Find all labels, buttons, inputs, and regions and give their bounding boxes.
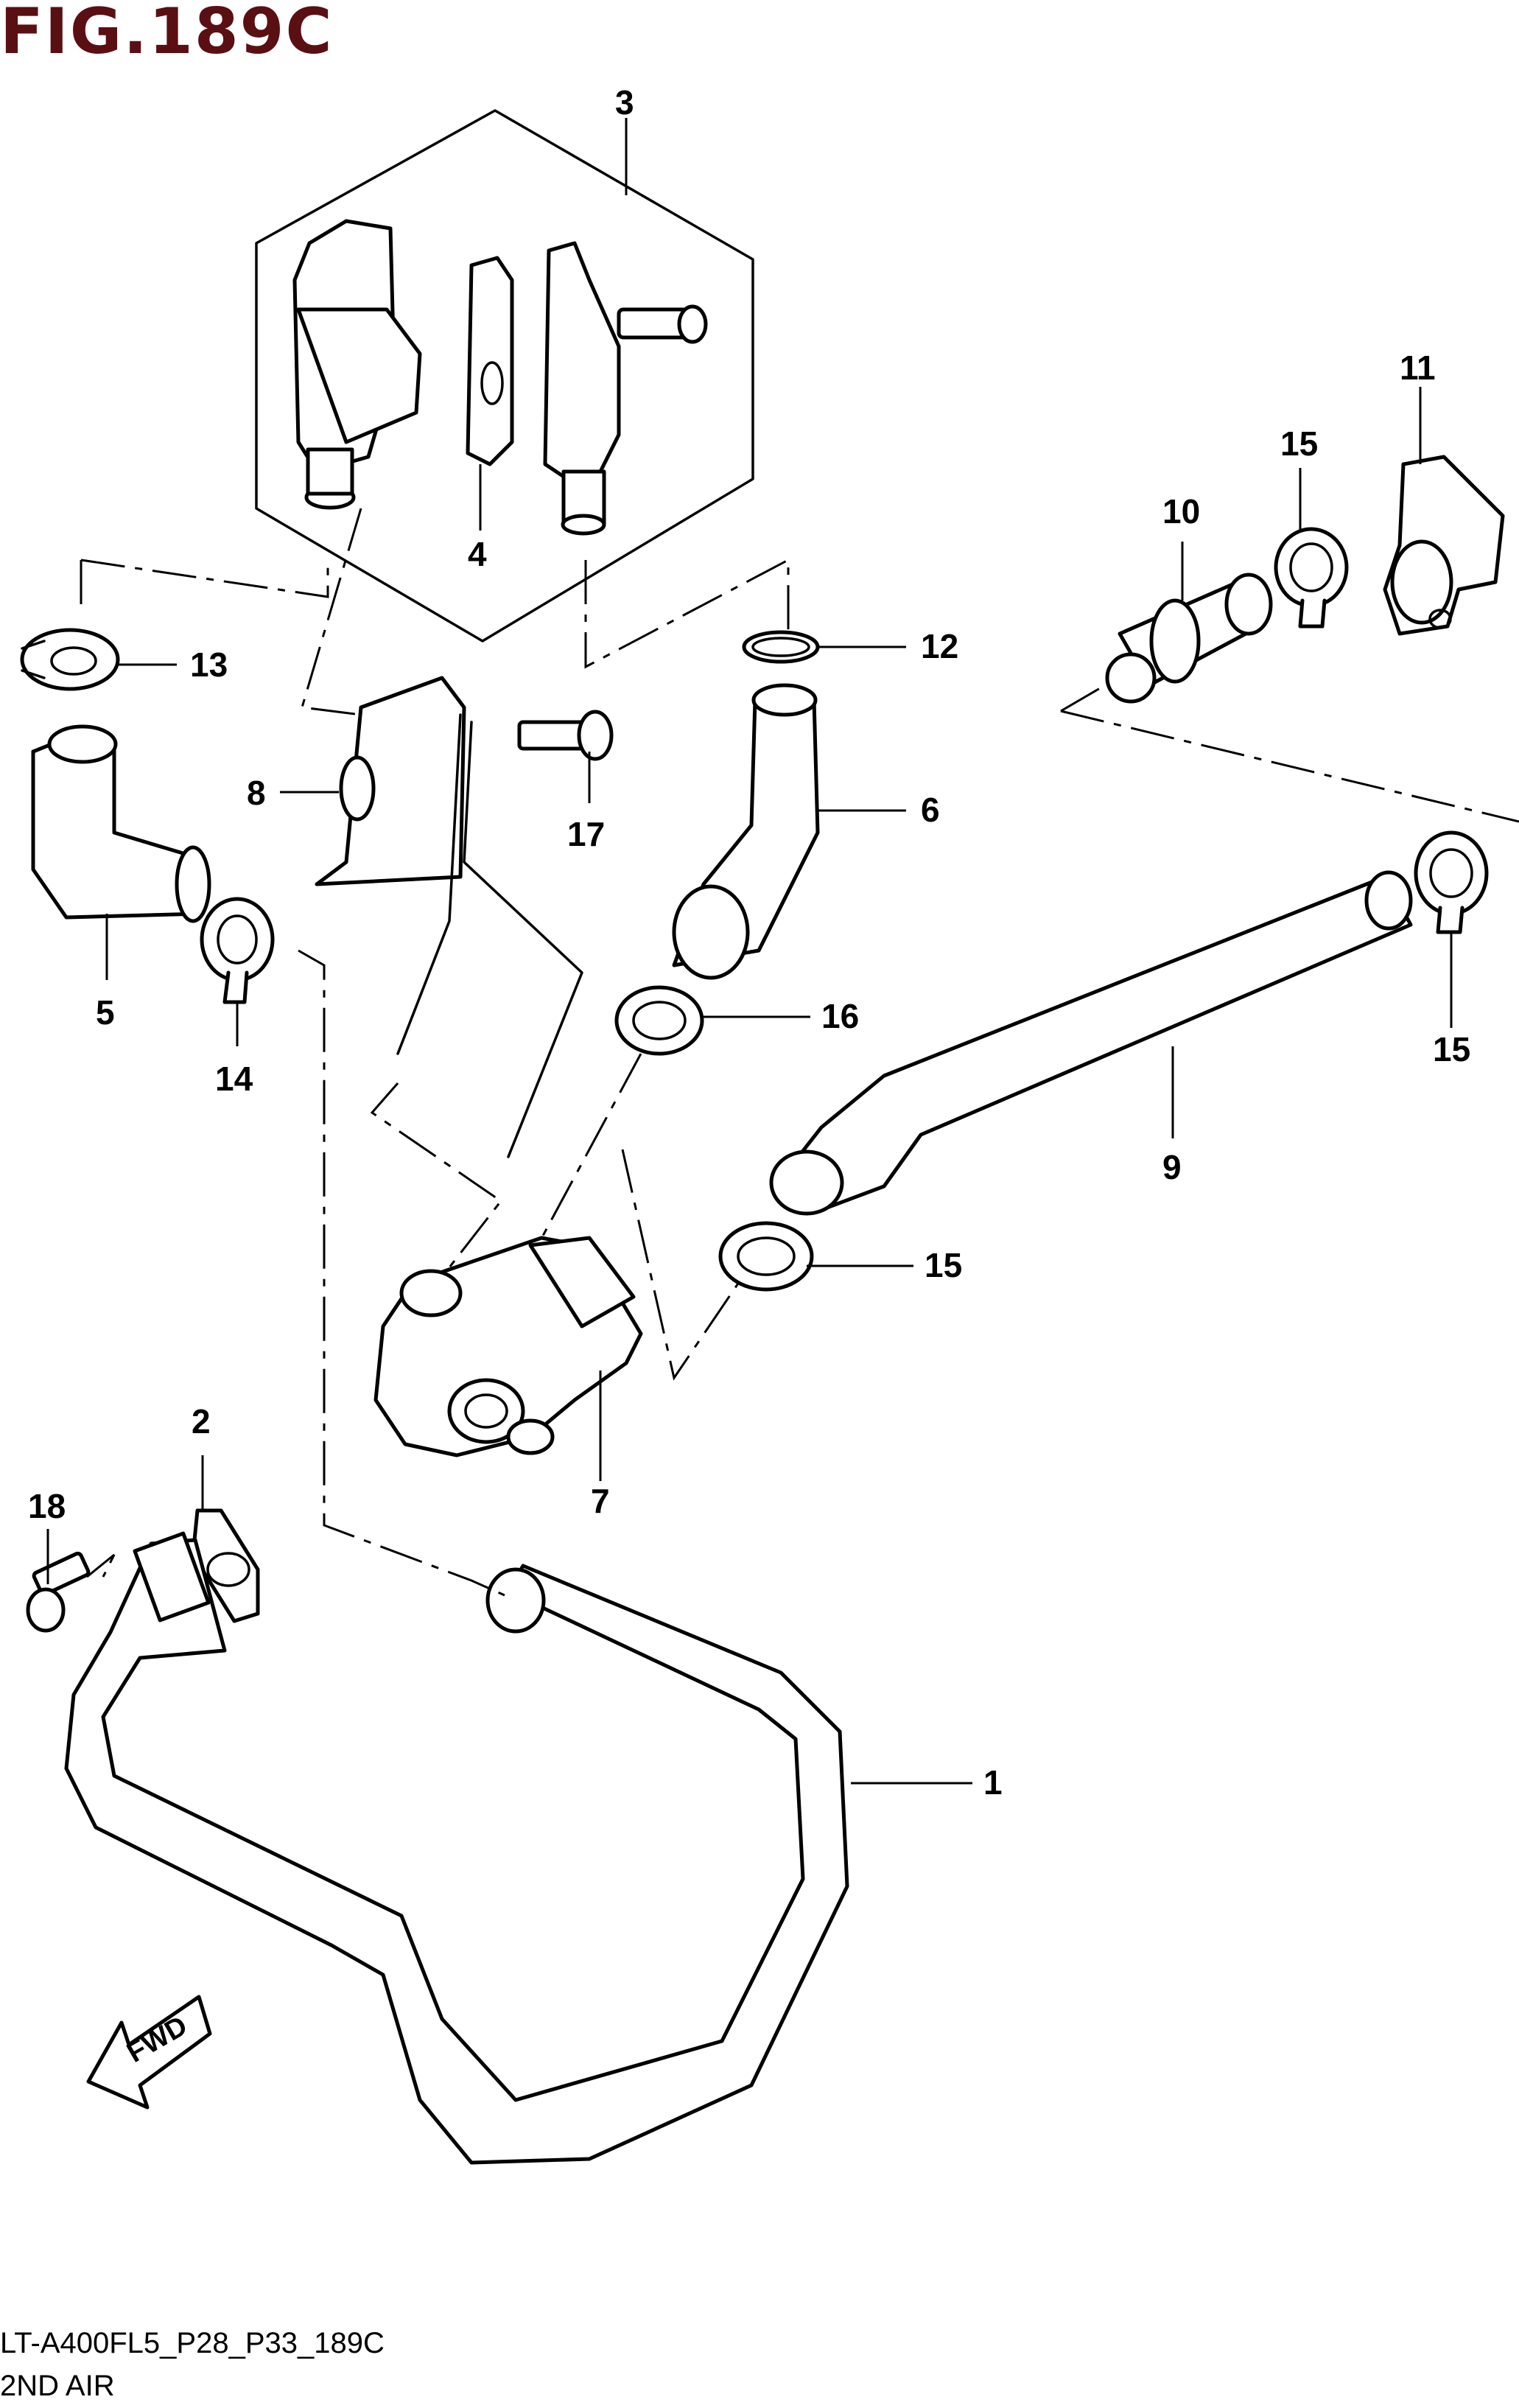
callout-15b: 15 bbox=[1433, 1030, 1470, 1068]
vacuum-line-b bbox=[463, 721, 583, 1158]
dashed-line-3-8 bbox=[301, 508, 362, 716]
part-5-elbow-hose bbox=[31, 724, 211, 923]
callout-2: 2 bbox=[192, 1402, 211, 1441]
dashed-line-18 bbox=[86, 1553, 116, 1578]
part-14-clamp bbox=[200, 897, 275, 1004]
callout-12: 12 bbox=[921, 627, 958, 665]
part-18-bolt bbox=[26, 1551, 91, 1633]
dashed-line-7-9 bbox=[621, 1149, 746, 1381]
model-code: LT-A400FL5_P28_P33_189C bbox=[0, 2327, 385, 2359]
section-name: 2ND AIR bbox=[0, 2370, 115, 2402]
part-11-elbow-cap bbox=[1383, 455, 1505, 636]
callout-5: 5 bbox=[96, 993, 115, 1032]
fwd-arrow-icon: FWD bbox=[86, 1995, 212, 2110]
part-15-clamp-middle bbox=[718, 1221, 814, 1292]
assembly-boundary-3 bbox=[255, 109, 754, 643]
callout-18: 18 bbox=[28, 1487, 66, 1525]
callout-11: 11 bbox=[1400, 349, 1436, 387]
callout-14: 14 bbox=[215, 1060, 253, 1098]
callout-1: 1 bbox=[983, 1763, 1003, 1802]
part-15-clamp-right bbox=[1414, 830, 1489, 934]
part-3-screw bbox=[617, 304, 708, 344]
callout-16: 16 bbox=[821, 997, 859, 1035]
dashed-line-13 bbox=[80, 559, 329, 604]
callout-4: 4 bbox=[468, 535, 487, 573]
callout-7: 7 bbox=[591, 1482, 610, 1520]
part-16-clamp bbox=[614, 985, 704, 1056]
part-7-control-valve bbox=[373, 1236, 643, 1457]
dashed-line-14 bbox=[298, 949, 505, 1597]
part-17-bolt bbox=[517, 710, 614, 761]
callout-6: 6 bbox=[921, 791, 940, 829]
part-1-pipe bbox=[64, 1531, 849, 2165]
callout-15c: 15 bbox=[925, 1246, 962, 1284]
callout-3: 3 bbox=[615, 83, 634, 122]
dashed-line-16-7 bbox=[536, 1053, 642, 1246]
part-10-joint bbox=[1105, 573, 1273, 704]
dashed-line-12 bbox=[584, 558, 790, 669]
part-8-bracket bbox=[315, 676, 466, 886]
callout-13: 13 bbox=[190, 645, 228, 684]
part-4-reed-plate bbox=[466, 256, 514, 466]
part-3-valve-body bbox=[292, 219, 422, 510]
figure-title: FIG.189C bbox=[0, 0, 334, 69]
part-9-hose bbox=[769, 870, 1413, 1216]
callout-9: 9 bbox=[1162, 1148, 1182, 1186]
part-12-o-ring bbox=[742, 630, 820, 664]
part-3-valve-cover bbox=[543, 241, 621, 536]
dashed-line-8-7 bbox=[370, 1082, 503, 1268]
part-6-hose bbox=[672, 683, 820, 980]
callout-15a: 15 bbox=[1280, 424, 1318, 463]
part-15-clamp-top bbox=[1274, 527, 1349, 629]
dashed-line-10-9 bbox=[1060, 684, 1519, 823]
vacuum-line-a bbox=[396, 713, 462, 1055]
part-13-clamp bbox=[20, 628, 120, 691]
callout-8: 8 bbox=[247, 774, 266, 812]
callout-17: 17 bbox=[567, 815, 605, 853]
callout-10: 10 bbox=[1162, 492, 1200, 531]
